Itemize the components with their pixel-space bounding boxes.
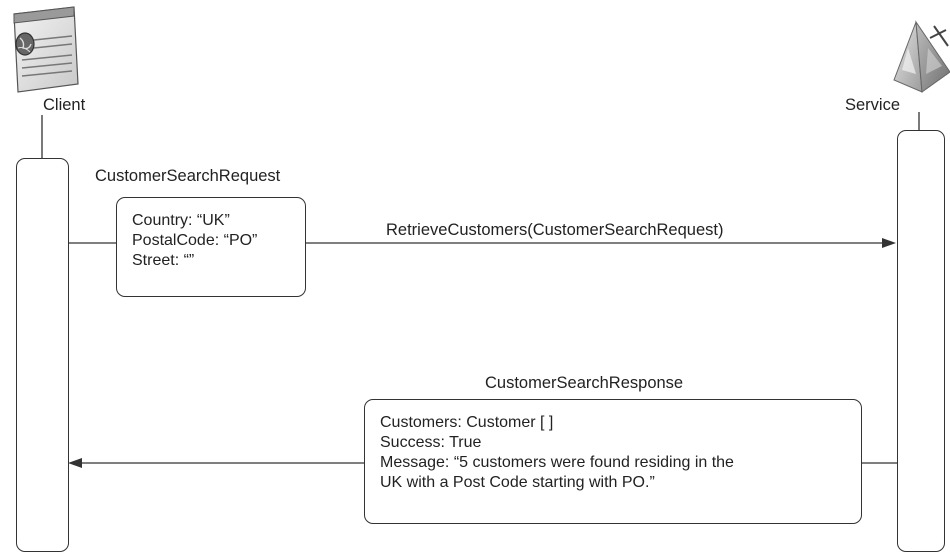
request-type-label: CustomerSearchRequest (95, 167, 281, 185)
response-field: UK with a Post Code starting with PO.” (380, 474, 655, 491)
response-arrowhead (68, 458, 82, 468)
globe-document-icon (13, 6, 79, 93)
client-label: Client (43, 96, 86, 114)
response-type-label: CustomerSearchResponse (485, 374, 684, 392)
request-call-label: RetrieveCustomers(CustomerSearchRequest) (386, 221, 724, 239)
service-pyramid-icon (893, 20, 950, 93)
request-field: Country: “UK” (132, 212, 230, 229)
request-payload-box: Country: “UK” PostalCode: “PO” Street: “… (116, 197, 306, 297)
service-lifeline (897, 130, 945, 552)
request-field: PostalCode: “PO” (132, 232, 258, 249)
response-field: Success: True (380, 434, 482, 451)
request-arrowhead (882, 238, 896, 248)
response-field: Customers: Customer [ ] (380, 414, 554, 431)
response-field: Message: “5 customers were found residin… (380, 454, 734, 471)
client-lifeline (16, 158, 69, 552)
request-field: Street: “” (132, 252, 195, 269)
service-label: Service (845, 96, 901, 114)
response-payload-box: Customers: Customer [ ] Success: True Me… (364, 399, 862, 524)
